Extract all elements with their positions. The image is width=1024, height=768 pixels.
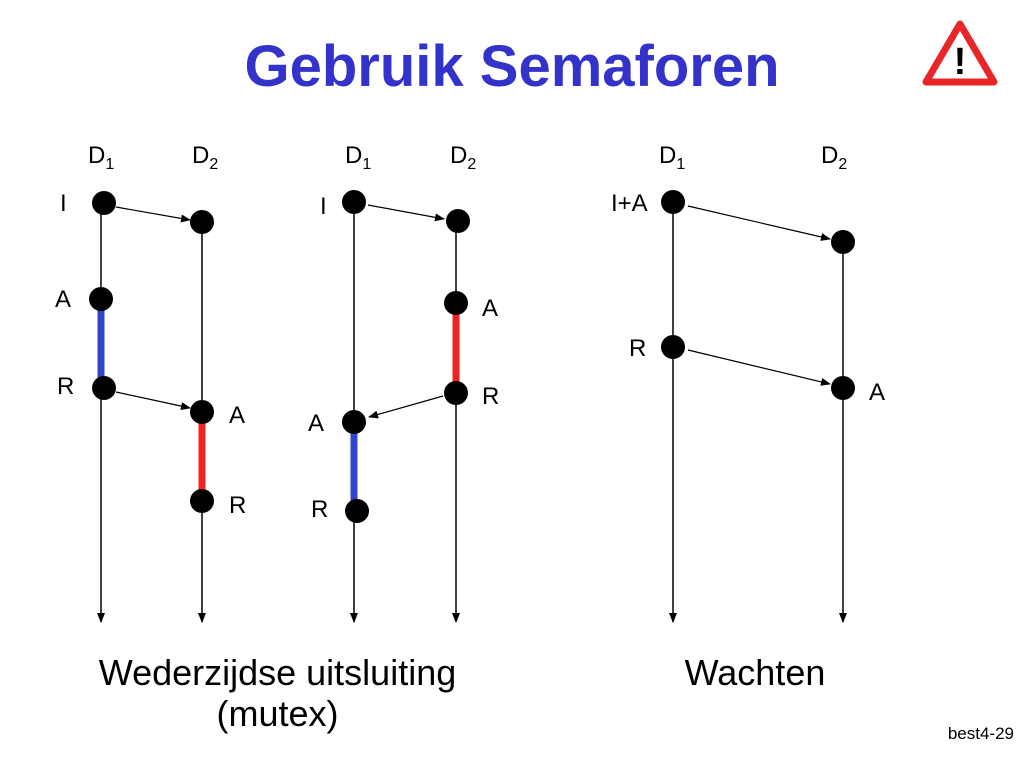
- diagram-2: D1 D2 I A R A R: [308, 142, 499, 623]
- caption-wait: Wachten: [684, 652, 826, 693]
- caption-mutex-line2: (mutex): [216, 693, 339, 735]
- event-label: R: [57, 373, 74, 400]
- d1-label: D1: [345, 142, 371, 173]
- signal-arrow: [367, 204, 445, 222]
- event-dot: [190, 400, 214, 424]
- event-label: R: [311, 496, 328, 523]
- slide-id: best4-29: [947, 724, 1014, 743]
- event-dot: [92, 376, 116, 400]
- event-label: R: [229, 492, 246, 519]
- event-label: A: [55, 286, 71, 313]
- event-dot: [345, 499, 369, 523]
- event-dot: [190, 210, 214, 234]
- event-label: A: [869, 379, 885, 406]
- caption-mutex-line1: Wederzijdse uitsluiting: [98, 652, 457, 693]
- signal-arrow: [115, 391, 191, 411]
- event-label: A: [482, 295, 498, 322]
- warning-icon: !: [922, 20, 998, 86]
- event-dot: [831, 376, 855, 400]
- event-label: I: [320, 193, 327, 220]
- diagram-3: D1 D2 I+A R A: [611, 142, 885, 623]
- event-dot: [444, 291, 468, 315]
- d2-label: D2: [450, 142, 476, 173]
- event-dot: [342, 190, 366, 214]
- d1-label: D1: [659, 142, 685, 173]
- event-label: R: [482, 383, 499, 410]
- diagram-1: D1 D2 I A R A R: [55, 142, 246, 623]
- signal-arrow: [687, 205, 831, 241]
- d1-label: D1: [88, 142, 114, 173]
- signal-arrow: [115, 206, 191, 223]
- event-label: A: [308, 410, 324, 437]
- d2-label: D2: [821, 142, 847, 173]
- warning-mark: !: [954, 41, 967, 83]
- event-dot: [661, 190, 685, 214]
- event-label: R: [629, 335, 646, 362]
- signal-arrow: [368, 395, 444, 419]
- event-dot: [89, 287, 113, 311]
- event-label: I: [60, 190, 67, 217]
- event-dot: [444, 381, 468, 405]
- event-dot: [342, 410, 366, 434]
- caption-mutex: Wederzijdse uitsluiting (mutex): [40, 652, 515, 735]
- event-dot: [92, 191, 116, 215]
- event-dot: [661, 335, 685, 359]
- event-dot: [190, 489, 214, 513]
- event-label: I+A: [611, 190, 648, 217]
- event-label: A: [229, 402, 245, 429]
- slide-title: Gebruik Semaforen: [244, 34, 780, 99]
- event-dot: [831, 230, 855, 254]
- event-dot: [446, 209, 470, 233]
- signal-arrow: [687, 349, 831, 386]
- d2-label: D2: [192, 142, 218, 173]
